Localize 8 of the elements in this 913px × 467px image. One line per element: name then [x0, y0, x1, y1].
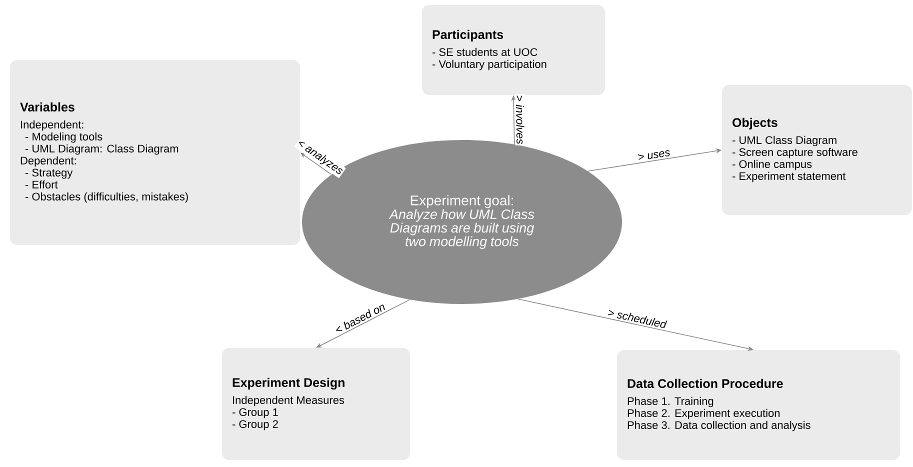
edge-label: > involves	[516, 96, 524, 144]
info-box: Objects - UML Class Diagram - Screen capture software - Online campus - Experiment statement	[722, 85, 912, 215]
edge-label: > scheduled	[608, 310, 668, 328]
edge-label: > uses	[638, 150, 670, 160]
info-box: Variables Independent: - Modeling tools - UML Diagram: Class Diagram Dependent: - Strategy - Effort - Obstacles (difficulties, mistakes)	[10, 60, 300, 245]
info-box: Experiment Design Independent Measures - Group 1 - Group 2	[222, 348, 410, 460]
info-box: Participants - SE students at UOC - Voluntary participation	[422, 5, 605, 95]
info-box: Data Collection Procedure Phase 1. Training Phase 2. Experiment execution Phase 3. Data collection and analysis	[617, 350, 900, 460]
